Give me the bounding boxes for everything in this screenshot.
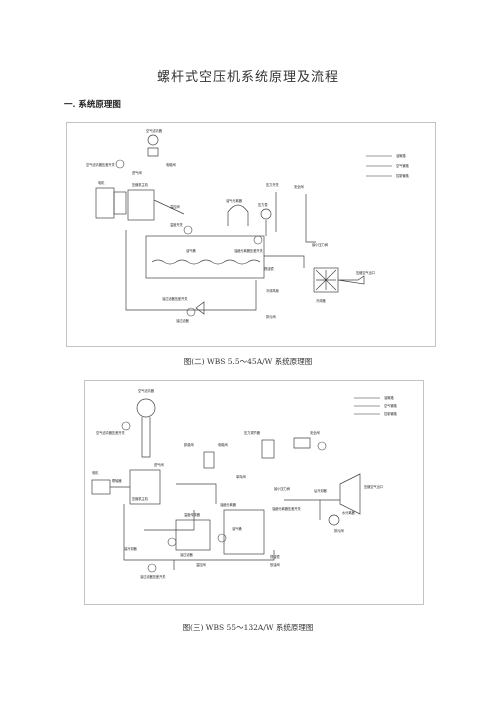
- label2-separator-diff: 油细分离器压差开关: [272, 506, 301, 511]
- label-oil-level: 视油镜: [264, 266, 274, 271]
- section-heading: 一. 系统原理图: [64, 100, 121, 110]
- label2-water-sep: 水分离器: [342, 510, 356, 515]
- label2-motor: 电机: [92, 470, 99, 475]
- label-safety-valve: 安全阀: [294, 184, 304, 189]
- label2-coupling: 联轴器: [112, 478, 122, 483]
- label-solenoid: 电磁阀: [166, 162, 176, 167]
- label-air-filter: 空气滤清器: [146, 128, 163, 133]
- label-oil-separator: 油气分离器: [226, 198, 243, 203]
- label2-oil-drain: 放油阀: [270, 562, 280, 567]
- label-pressure-switch: 压力开关: [266, 182, 280, 187]
- label-motor: 电机: [98, 180, 105, 185]
- label2-thermostat: 温控阀: [196, 562, 206, 567]
- system-diagram-2: 油管路 空气管路 控制管路 空气滤清器 空气滤清器压差开关 进气阀 电机 联轴器…: [84, 380, 424, 605]
- legend2-control: 控制管路: [384, 411, 398, 416]
- label-diff-switch: 油过滤器压差开关: [162, 296, 188, 301]
- label-filter-indicator: 空气滤清器压差开关: [86, 162, 115, 167]
- label2-oil-diff: 油过滤器压差开关: [140, 574, 166, 579]
- legend2-air: 空气管路: [384, 403, 398, 408]
- label2-safety-valve: 安全阀: [310, 430, 320, 435]
- label2-oil-cooler: 油冷却器: [124, 546, 138, 551]
- legend2-oil: 油管路: [384, 395, 394, 400]
- label-drain: 排污阀: [266, 314, 276, 319]
- label2-min-pressure-valve: 最小压力阀: [274, 486, 290, 491]
- label2-tank: 油气桶: [232, 526, 242, 531]
- label2-drain: 排污阀: [334, 528, 344, 533]
- label-temp-switch: 温度开关: [170, 222, 184, 227]
- legend-control: 控制管路: [396, 173, 410, 178]
- label2-aftercooler: 后冷却器: [314, 488, 328, 493]
- label2-solenoid: 电磁阀: [218, 442, 228, 447]
- label2-temp-sensor: 温度传感器: [184, 512, 201, 517]
- label2-separator: 油细分离器: [220, 502, 237, 507]
- label2-check-valve: 单向阀: [236, 474, 246, 479]
- label2-unload-valve: 卸载阀: [184, 442, 194, 447]
- label2-filter-indicator: 空气滤清器压差开关: [96, 430, 125, 435]
- label-tank: 油气桶: [186, 248, 196, 253]
- legend-oil: 油管路: [396, 153, 406, 158]
- page-title: 螺杆式空压机系统原理及流程: [156, 70, 339, 85]
- label2-oil-filter: 油过滤器: [180, 552, 194, 557]
- label2-sight-glass: 视油镜: [270, 554, 280, 559]
- figure2-caption: 图(三) WBS 55～132A/W 系统原理图: [182, 623, 314, 632]
- label2-pressure-regulator: 压力调节器: [244, 430, 261, 435]
- label-thermostat: 温控阀: [170, 204, 180, 209]
- label2-air-filter: 空气滤清器: [138, 388, 155, 393]
- label-pressure-gauge: 压力表: [258, 202, 268, 207]
- label-cooler: 冷却器: [316, 298, 326, 303]
- legend-air: 空气管路: [396, 163, 410, 168]
- label-outlet: 压缩空气出口: [356, 270, 375, 275]
- label2-compressor: 压缩机主机: [132, 496, 149, 501]
- label-compressor: 压缩机主机: [132, 182, 149, 187]
- label2-intake-valve: 进气阀: [154, 462, 164, 467]
- label2-outlet: 压缩空气出口: [364, 484, 383, 489]
- label-separator-diff: 油细分离器压差开关: [234, 248, 263, 253]
- label-oil-filter: 油过滤器: [176, 318, 190, 323]
- figure1-caption: 图(二) WBS 5.5～45A/W 系统原理图: [183, 357, 313, 366]
- system-diagram-1: 油管路 空气管路 控制管路 空气滤清器 空气滤清器压差开关 进气阀 电磁阀 电机…: [66, 122, 436, 347]
- label-min-pressure-valve: 最小压力阀: [312, 242, 328, 247]
- label-intake-valve: 进气阀: [132, 170, 142, 175]
- label-fan: 冷却风扇: [266, 288, 279, 293]
